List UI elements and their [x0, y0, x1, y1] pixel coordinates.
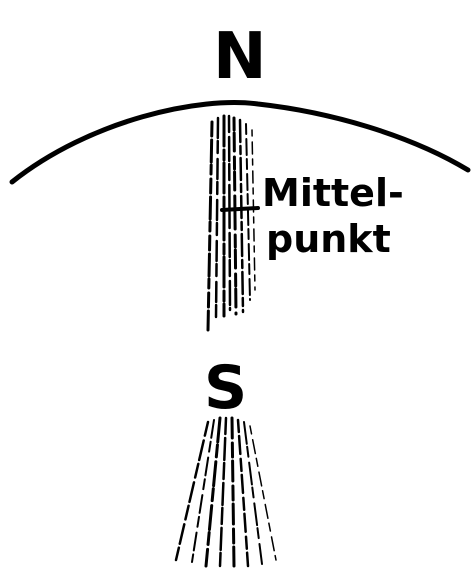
lower-beam	[176, 418, 276, 566]
center-label-line1: Mittel-	[262, 171, 404, 215]
north-label: N	[213, 20, 267, 94]
south-label: S	[204, 353, 247, 423]
center-marker	[222, 208, 258, 210]
center-label-line2: punkt	[266, 217, 391, 261]
upper-beam	[208, 116, 255, 330]
